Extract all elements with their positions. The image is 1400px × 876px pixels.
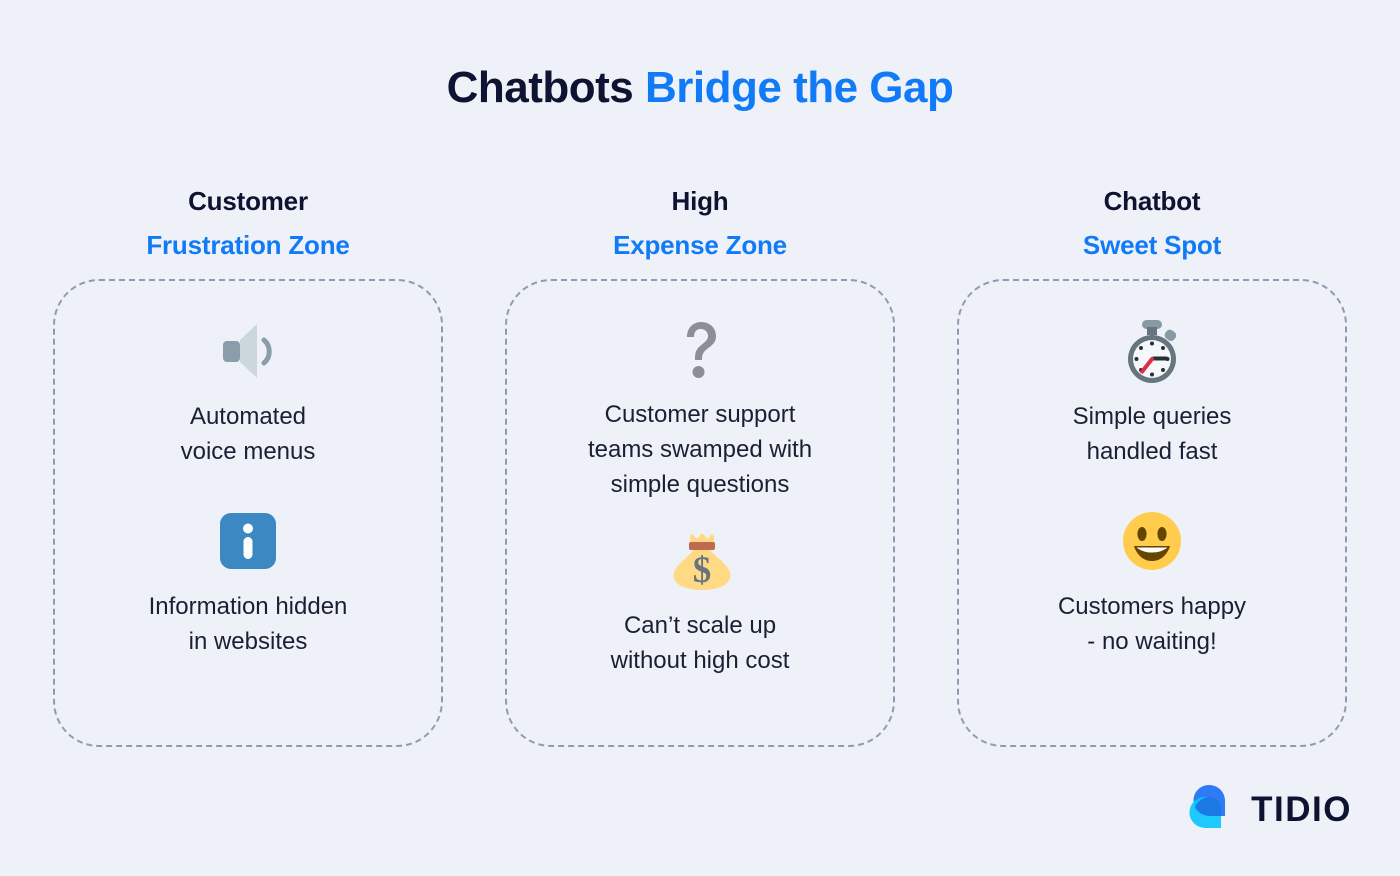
zone-heading-line2: Expense Zone [613,230,787,261]
zone-item-text: Information hidden in websites [148,592,348,655]
zone-column-high-expense: High Expense Zone Customer support teams… [505,185,895,747]
zone-column-chatbot-sweet-spot: Chatbot Sweet Spot [957,185,1347,747]
zone-heading: High Expense Zone [613,185,787,263]
zone-item-text: Customers happy - no waiting! [1057,592,1247,655]
zone-heading-line2: Frustration Zone [146,230,350,261]
zone-column-customer-frustration: Customer Frustration Zone Automated voic… [53,185,443,747]
zone-item: Information hidden in websites [73,505,423,659]
zone-card: Customer support teams swamped with simp… [505,278,895,747]
zone-card: Automated voice menus Information hidden… [53,278,443,747]
zone-heading-line1: High [671,186,729,216]
zone-heading: Customer Frustration Zone [146,185,350,263]
zone-heading-line2: Sweet Spot [1082,230,1222,261]
money-bag-icon: $ [668,526,732,596]
zone-heading-line1: Customer [188,186,308,216]
zone-item-text: Customer support teams swamped with simp… [587,400,813,498]
zone-item-text: Simple queries handled fast [1072,402,1232,465]
zone-heading: Chatbot Sweet Spot [1083,185,1221,263]
zone-item: Customers happy - no waiting! [977,505,1327,659]
question-mark-icon [677,315,723,385]
zone-item: Customer support teams swamped with simp… [525,315,875,502]
zone-heading-line1: Chatbot [1103,186,1201,216]
stopwatch-icon [1120,315,1184,387]
zone-item-text: Can’t scale up without high cost [610,611,790,674]
grinning-face-icon [1121,505,1183,577]
zone-card: Simple queries handled fast Customers ha… [957,278,1347,747]
speaker-icon [217,315,279,387]
zone-item: Simple queries handled fast [977,315,1327,469]
page-title: Chatbots Bridge the Gap [0,62,1400,115]
zone-item: Automated voice menus [73,315,423,469]
page-title-dark-part: Chatbots [446,63,634,112]
svg-text:$: $ [693,550,712,591]
tidio-logo-mark [1186,783,1238,836]
zone-columns: Customer Frustration Zone Automated voic… [0,185,1400,747]
zone-item: $ Can’t scale up without high cost [525,526,875,678]
tidio-wordmark: TIDIO [1251,790,1352,829]
tidio-logo: TIDIO [1186,783,1352,836]
information-icon [218,505,278,577]
page-title-blue-part: Bridge the Gap [645,63,954,112]
zone-item-text: Automated voice menus [180,402,316,465]
